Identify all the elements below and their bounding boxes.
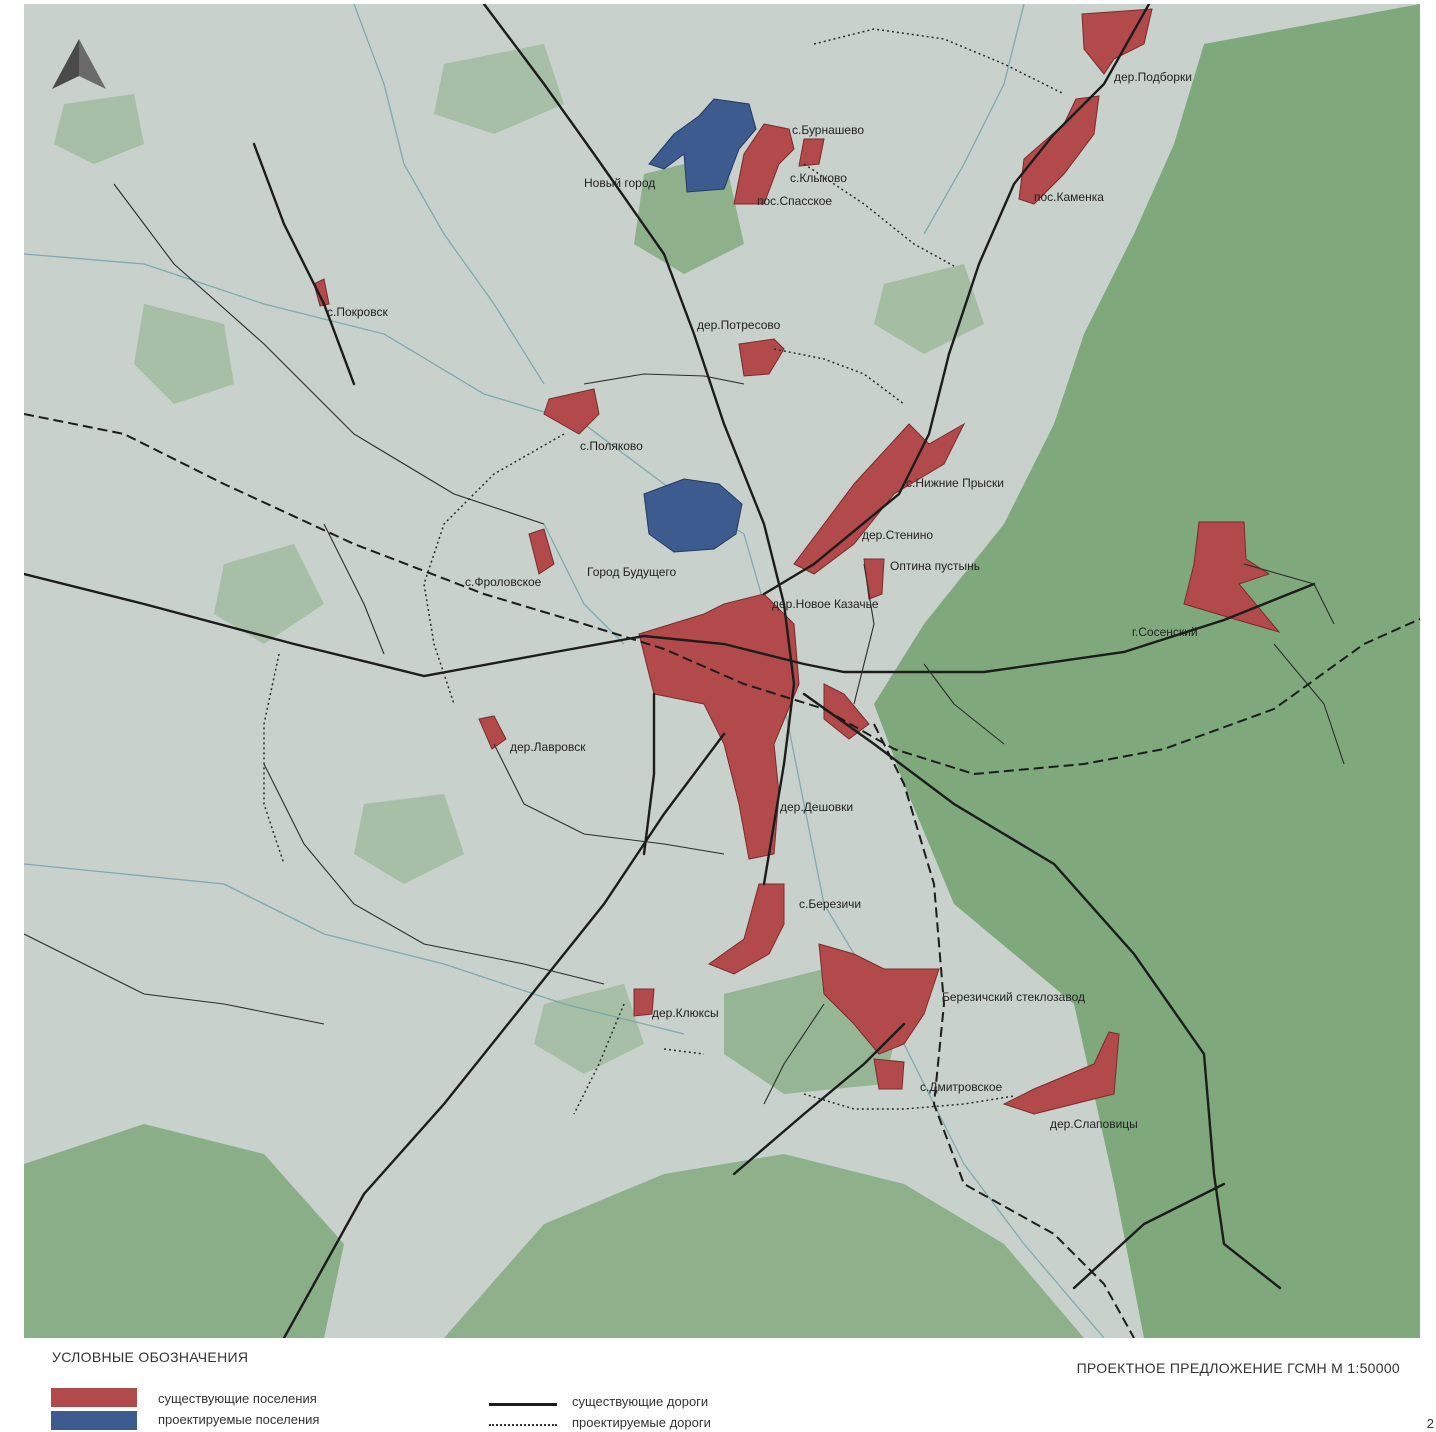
map-caption: ПРОЕКТНОЕ ПРЕДЛОЖЕНИЕ ГСМН М 1:50000 xyxy=(1076,1360,1400,1376)
place-label: Оптина пустынь xyxy=(890,559,980,573)
legend-line-planned-roads xyxy=(489,1424,557,1426)
place-label: Новый город xyxy=(584,176,655,190)
legend-line-existing-roads xyxy=(489,1403,557,1406)
place-label: дер.Потресово xyxy=(697,318,781,332)
place-label: с.Дмитровское xyxy=(920,1080,1003,1094)
place-label: Город Будущего xyxy=(587,565,677,579)
place-label: с.Поляково xyxy=(580,439,643,453)
legend-title: УСЛОВНЫЕ ОБОЗНАЧЕНИЯ xyxy=(52,1349,249,1365)
planned-settlements xyxy=(643,98,757,553)
north-arrow-icon xyxy=(52,39,106,89)
place-labels: дер.Подборки с.Бурнашево Новый город с.К… xyxy=(327,70,1198,1131)
existing-roads xyxy=(24,4,1316,1338)
place-label: с.Покровск xyxy=(327,305,388,319)
place-label: дер.Клюксы xyxy=(652,1006,719,1020)
place-label: пос.Каменка xyxy=(1034,190,1104,204)
place-label: с.Бурнашево xyxy=(792,123,864,137)
place-label: с.Клыково xyxy=(790,171,847,185)
legend-label-planned-roads: проектируемые дороги xyxy=(572,1415,711,1430)
planned-roads xyxy=(263,28,1065,1115)
secondary-roads xyxy=(24,183,1345,1105)
legend-swatch-existing xyxy=(51,1388,137,1407)
map[interactable]: дер.Подборки с.Бурнашево Новый город с.К… xyxy=(24,4,1420,1338)
place-label: дер.Дешовки xyxy=(780,800,853,814)
forest-areas xyxy=(24,4,1420,1338)
place-label: дер.Лавровск xyxy=(510,740,586,754)
page-number: 2 xyxy=(1426,1416,1434,1431)
place-label: с.Березичи xyxy=(799,897,861,911)
legend-label-existing: существующие поселения xyxy=(158,1391,317,1406)
place-label: с.Нижние Прыски xyxy=(906,476,1004,490)
legend-swatch-planned xyxy=(51,1411,137,1430)
place-label: г.Сосенский xyxy=(1132,625,1198,639)
legend-label-existing-roads: существующие дороги xyxy=(572,1394,709,1409)
place-label: дер.Слаповицы xyxy=(1050,1117,1138,1131)
place-label: Березичский стеклозавод xyxy=(942,990,1085,1004)
place-label: с.Фроловское xyxy=(465,575,542,589)
railways xyxy=(24,413,1420,1338)
legend-label-planned: проектируемые поселения xyxy=(158,1412,320,1427)
place-label: пос.Спасское xyxy=(757,194,832,208)
place-label: дер.Подборки xyxy=(1114,70,1192,84)
place-label: дер.Стенино xyxy=(862,528,933,542)
existing-settlements xyxy=(313,8,1281,1115)
place-label: дер.Новое Казачье xyxy=(772,597,879,611)
